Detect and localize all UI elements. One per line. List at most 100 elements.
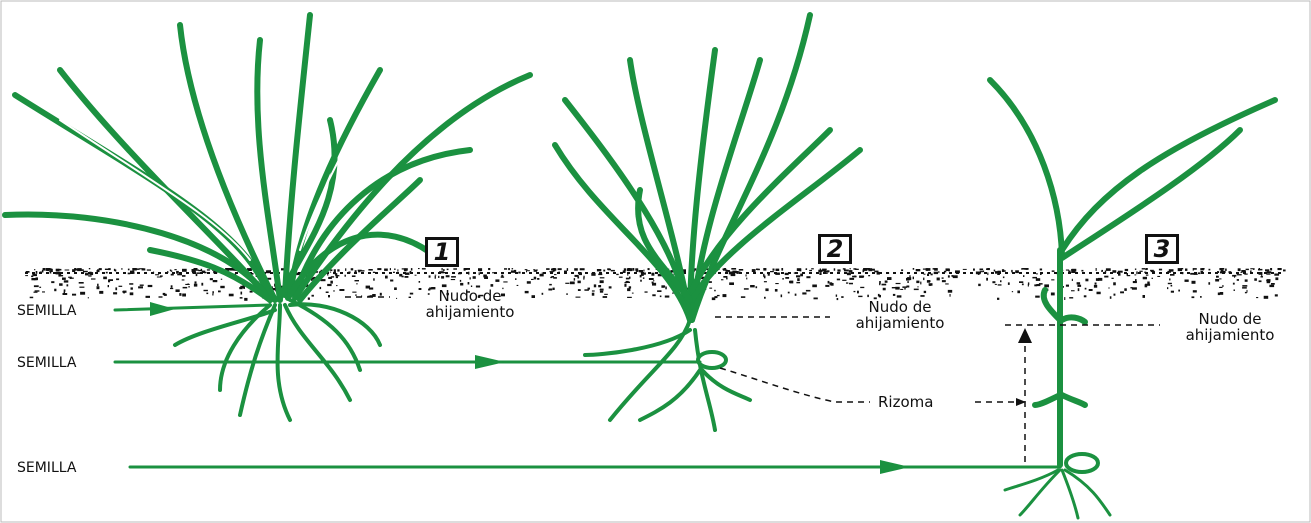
- soil-speck: [91, 278, 96, 279]
- soil-speck: [591, 273, 595, 276]
- soil-speck: [105, 269, 109, 270]
- soil-speck: [714, 290, 716, 292]
- soil-speck: [603, 270, 605, 272]
- soil-speck: [566, 293, 568, 294]
- soil-speck: [600, 289, 604, 291]
- soil-speck: [812, 285, 817, 288]
- soil-speck: [1127, 275, 1130, 276]
- soil-speck: [994, 270, 996, 272]
- soil-speck: [422, 268, 426, 269]
- soil-speck: [405, 273, 410, 275]
- soil-speck: [1220, 271, 1224, 273]
- soil-speck: [171, 285, 173, 288]
- soil-speck: [592, 293, 595, 296]
- soil-speck: [796, 275, 800, 277]
- soil-speck: [464, 269, 467, 270]
- soil-speck: [1105, 271, 1106, 274]
- soil-speck: [640, 280, 642, 282]
- soil-speck: [1185, 280, 1189, 282]
- soil-speck: [1069, 297, 1073, 298]
- soil-speck: [1142, 268, 1146, 269]
- soil-speck: [643, 270, 644, 272]
- soil-speck: [854, 291, 856, 292]
- soil-speck: [188, 286, 190, 287]
- soil-speck: [855, 269, 859, 270]
- soil-speck: [1066, 285, 1069, 287]
- soil-speck: [1167, 287, 1168, 289]
- soil-speck: [756, 286, 758, 288]
- soil-speck: [665, 287, 667, 290]
- soil-speck: [438, 276, 439, 278]
- soil-speck: [1036, 284, 1040, 286]
- soil-speck: [944, 271, 946, 273]
- soil-speck: [854, 276, 856, 278]
- soil-speck: [776, 269, 780, 271]
- soil-speck: [800, 274, 803, 277]
- soil-speck: [752, 269, 756, 272]
- soil-speck: [1225, 269, 1227, 271]
- soil-speck: [355, 295, 357, 296]
- soil-speck: [580, 268, 585, 270]
- soil-speck: [1265, 269, 1269, 271]
- soil-speck: [1244, 274, 1247, 275]
- soil-speck: [632, 293, 634, 294]
- soil-speck: [1085, 279, 1088, 282]
- soil-speck: [663, 286, 665, 288]
- soil-speck: [132, 268, 137, 271]
- soil-speck: [320, 287, 322, 289]
- soil-speck: [806, 290, 811, 292]
- soil-speck: [34, 292, 38, 293]
- soil-speck: [1167, 271, 1171, 273]
- soil-speck: [1267, 279, 1271, 282]
- node-label-2: Nudo de ahijamiento: [825, 299, 975, 331]
- soil-speck: [405, 276, 409, 278]
- soil-speck: [625, 282, 627, 283]
- soil-speck: [648, 268, 650, 270]
- soil-speck: [973, 269, 975, 271]
- soil-speck: [997, 274, 1000, 275]
- soil-speck: [419, 281, 421, 283]
- soil-speck: [624, 284, 626, 287]
- soil-speck: [177, 274, 182, 275]
- soil-speck: [326, 292, 329, 294]
- soil-speck: [942, 280, 946, 282]
- soil-speck: [182, 294, 186, 297]
- soil-speck: [447, 269, 449, 271]
- soil-speck: [1096, 268, 1097, 271]
- soil-speck: [334, 273, 337, 274]
- soil-speck: [243, 286, 245, 289]
- soil-speck: [1237, 274, 1242, 275]
- soil-speck: [1219, 278, 1221, 279]
- soil-speck: [937, 278, 940, 281]
- soil-speck: [206, 293, 208, 295]
- soil-speck: [1182, 272, 1184, 274]
- soil-speck: [60, 273, 61, 275]
- soil-speck: [657, 290, 661, 292]
- soil-speck: [479, 272, 480, 275]
- soil-speck: [129, 283, 133, 285]
- soil-speck: [603, 296, 608, 298]
- soil-speck: [527, 270, 530, 271]
- soil-speck: [51, 281, 54, 283]
- soil-speck: [1275, 294, 1278, 296]
- soil-speck: [643, 273, 646, 275]
- soil-speck: [640, 275, 642, 278]
- soil-speck: [986, 268, 988, 270]
- soil-speck: [312, 295, 314, 297]
- soil-speck: [1216, 276, 1219, 278]
- soil-speck: [1266, 273, 1270, 274]
- soil-speck: [1209, 269, 1211, 271]
- soil-speck: [723, 276, 727, 278]
- soil-speck: [115, 287, 117, 290]
- soil-speck: [828, 281, 830, 284]
- soil-speck: [806, 269, 807, 270]
- soil-speck: [504, 268, 507, 270]
- soil-speck: [70, 277, 72, 279]
- soil-speck: [50, 268, 51, 270]
- soil-speck: [795, 294, 797, 296]
- soil-speck: [997, 298, 999, 300]
- soil-speck: [1264, 296, 1269, 299]
- soil-speck: [171, 274, 174, 276]
- soil-speck: [373, 272, 375, 273]
